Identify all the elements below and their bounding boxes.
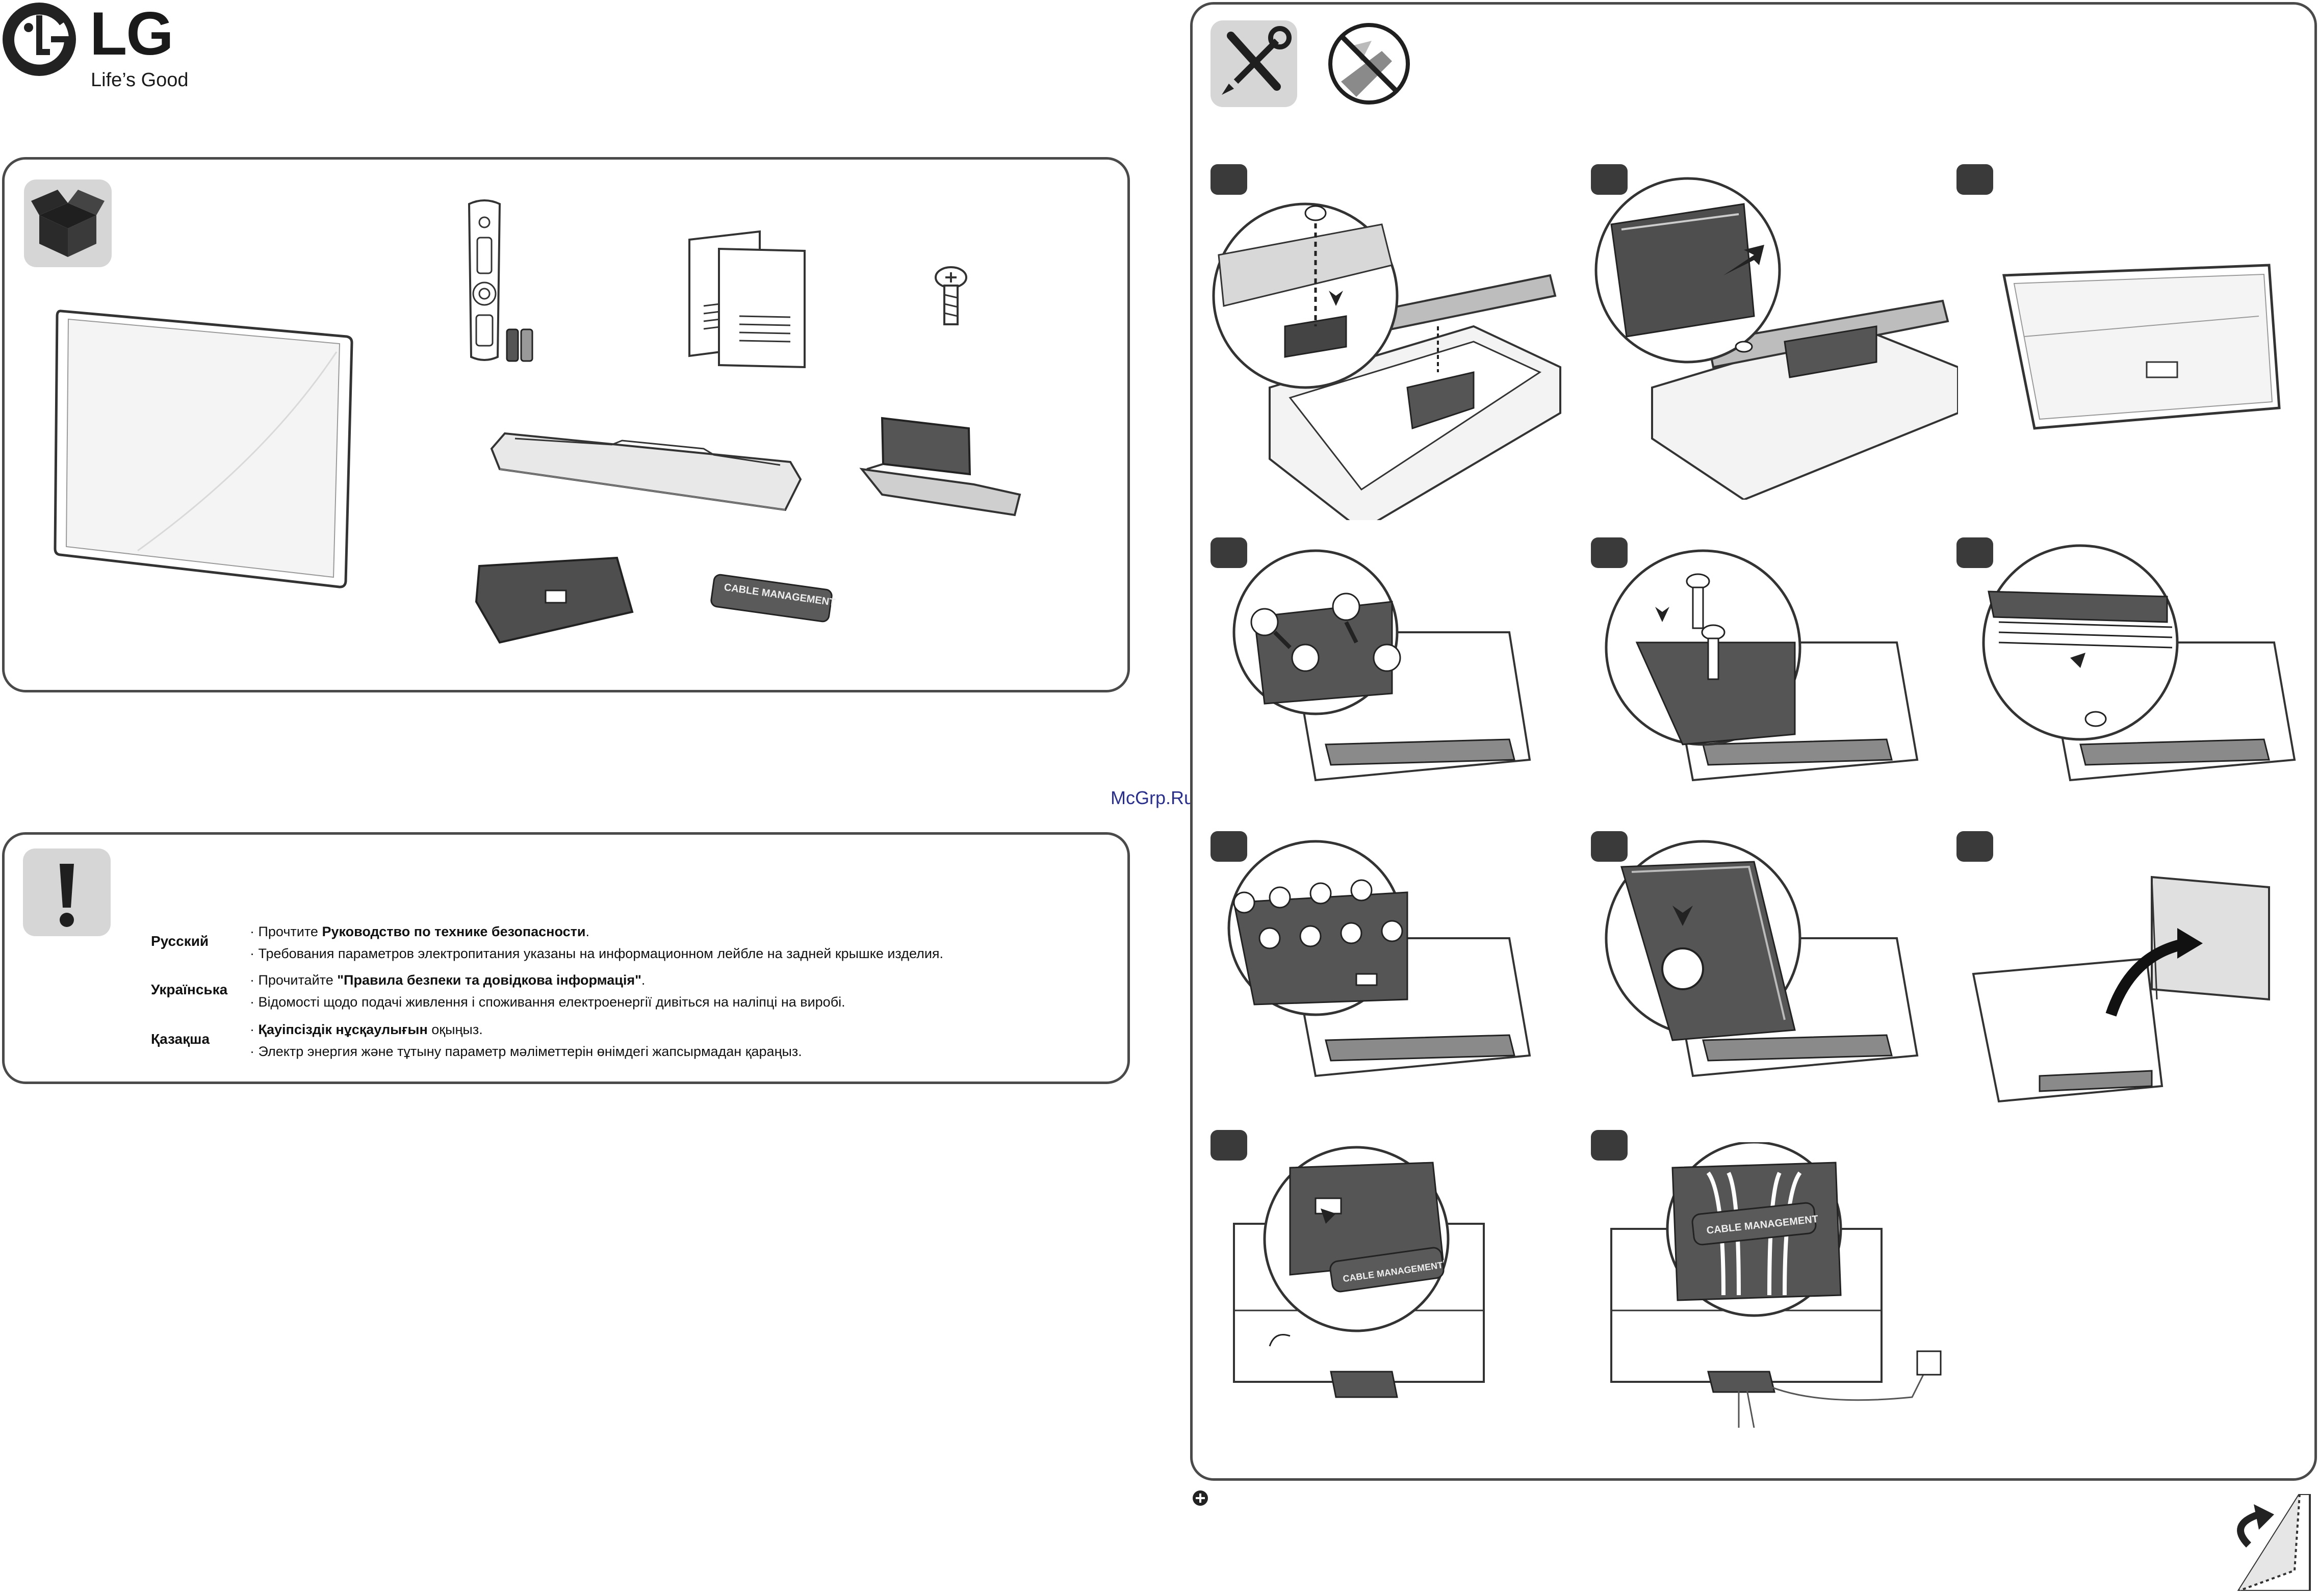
package-tile xyxy=(24,179,112,267)
step-7-illustration xyxy=(1227,840,1531,1077)
ukrainian-line-2: · Відомості щодо подачі живлення і спожи… xyxy=(250,994,845,1010)
russian-line-2: · Требования параметров электропитания у… xyxy=(250,946,944,961)
step-4-illustration xyxy=(1232,549,1531,782)
plus-circle-icon xyxy=(1193,1490,1208,1506)
safety-warning-panel xyxy=(2,832,1130,1084)
watermark: McGrp.Ru xyxy=(1111,787,1195,808)
lang-label-kazakh: Қазақша xyxy=(151,1031,210,1047)
step-1-badge xyxy=(1210,164,1247,195)
lg-slogan: Life’s Good xyxy=(91,69,189,91)
tv-panel-illustration xyxy=(54,310,353,588)
back-cover-illustration xyxy=(475,556,634,644)
manuals-illustration xyxy=(688,230,806,369)
ukrainian-line-1: · Прочитайте "Правила безпеки та довідко… xyxy=(250,972,646,988)
stand-base-illustration xyxy=(490,432,802,511)
kazakh-line-1: · Қауіпсіздік нұсқаулығын оқыңыз. xyxy=(250,1022,483,1037)
step-9-illustration xyxy=(1972,876,2270,1103)
stand-body-illustration xyxy=(859,417,1021,517)
step-2-badge xyxy=(1591,164,1628,195)
open-box-icon xyxy=(31,190,105,257)
lg-letters: LG xyxy=(90,0,174,68)
page-turn-icon xyxy=(2237,1494,2311,1591)
step-5-illustration xyxy=(1605,549,1919,782)
screw-illustration xyxy=(935,266,967,325)
tools-icon xyxy=(1222,26,1292,95)
step-6-badge xyxy=(1956,537,1993,568)
exclamation-icon xyxy=(60,864,74,927)
lg-logo: LG Life’s Good xyxy=(0,0,214,97)
step-8-illustration xyxy=(1605,840,1919,1077)
kazakh-line-2: · Электр энергия және тұтыну параметр мә… xyxy=(250,1044,802,1059)
step-10-illustration: CABLE MANAGEMENT xyxy=(1233,1146,1485,1398)
step-11-illustration: CABLE MANAGEMENT xyxy=(1610,1142,1942,1428)
russian-line-1: · Прочтите Руководство по технике безопа… xyxy=(250,924,589,939)
step-3-illustration xyxy=(2002,264,2281,430)
step-6-illustration xyxy=(1982,544,2296,782)
step-7-badge xyxy=(1210,831,1247,862)
warning-tile xyxy=(23,848,111,936)
step-3-badge xyxy=(1956,164,1993,195)
lang-label-ukrainian: Українська xyxy=(151,982,228,997)
lang-label-russian: Русский xyxy=(151,933,209,949)
step-5-badge xyxy=(1591,537,1628,568)
step-10-badge xyxy=(1210,1130,1247,1161)
cable-management-clip-illustration: CABLE MANAGEMENT xyxy=(709,573,836,624)
lg-face-icon xyxy=(3,3,76,76)
tools-tile xyxy=(1210,20,1297,107)
magic-remote-illustration xyxy=(468,199,533,362)
step-4-badge xyxy=(1210,537,1247,568)
step-8-badge xyxy=(1591,831,1628,862)
step-2-illustration xyxy=(1594,177,1958,500)
step-1-illustration xyxy=(1212,202,1561,520)
step-9-badge xyxy=(1956,831,1993,862)
step-11-badge xyxy=(1591,1130,1628,1161)
no-sharp-object-icon xyxy=(1328,23,1410,105)
